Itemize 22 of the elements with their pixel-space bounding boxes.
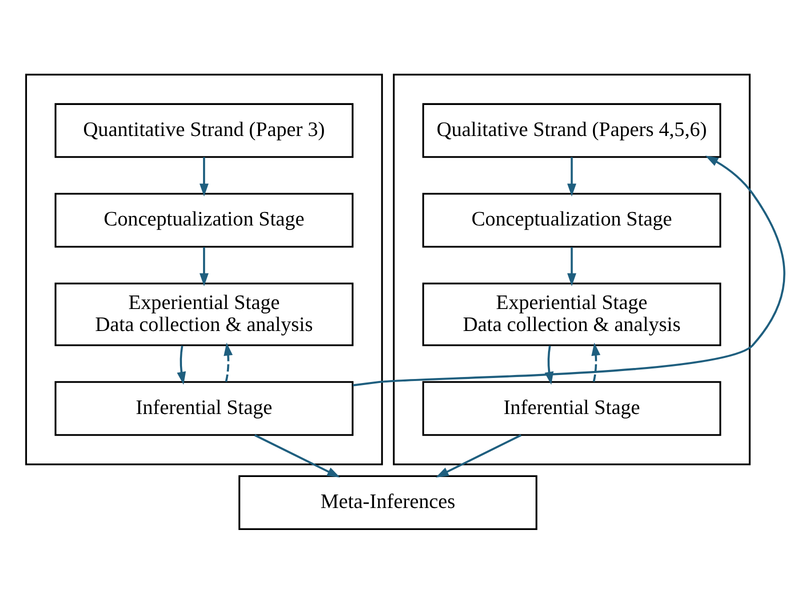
arrow: [591, 342, 600, 382]
node-box: Inferential Stage: [422, 381, 722, 436]
arrow: [567, 157, 576, 197]
node-box: Conceptualization Stage: [422, 192, 722, 248]
cluster: [25, 74, 383, 466]
node-box: Experiential Stage Data collection & analysis: [54, 282, 354, 346]
cluster: [392, 74, 751, 466]
node-box: Inferential Stage: [54, 381, 354, 436]
arrow: [224, 342, 233, 382]
node-box: Quantitative Strand (Paper 3): [54, 103, 354, 158]
node-box: Meta-Inferences: [238, 475, 538, 530]
arrow: [200, 247, 209, 286]
arrow: [254, 434, 340, 478]
node-box: Conceptualization Stage: [54, 192, 354, 248]
node-box: Qualitative Strand (Papers 4,5,6): [422, 103, 722, 158]
arrow: [200, 157, 209, 197]
arrow: [544, 346, 554, 385]
arrow: [567, 247, 576, 286]
node-box: Experiential Stage Data collection & analysis: [422, 282, 722, 346]
arrow: [436, 434, 522, 478]
arrow: [352, 156, 786, 386]
arrow: [176, 346, 186, 385]
